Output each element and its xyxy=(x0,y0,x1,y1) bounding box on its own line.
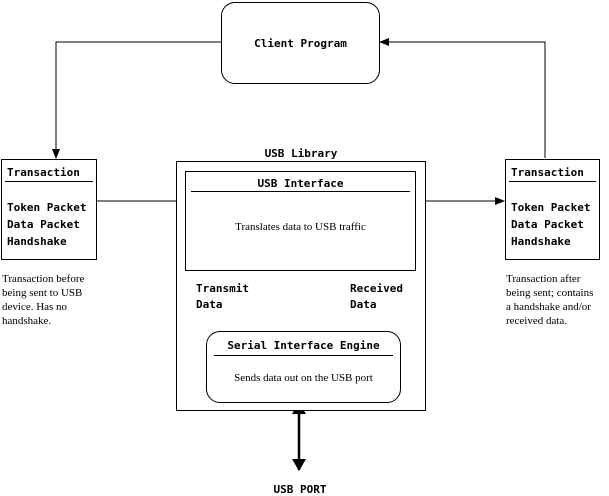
client-program-label: Client Program xyxy=(254,37,347,50)
left-data-packet: Data Packet xyxy=(7,218,80,231)
left-transaction-box xyxy=(1,159,97,260)
received-label-line1: Received xyxy=(350,282,403,295)
usb-library-label: USB Library xyxy=(264,147,338,160)
usb-port-label: USB PORT xyxy=(273,483,327,496)
usb-interface-box xyxy=(185,171,416,271)
transmit-label-line2: Data xyxy=(196,298,223,311)
client-program-box xyxy=(221,2,380,84)
left-token-packet: Token Packet xyxy=(7,201,87,214)
received-label-line2: Data xyxy=(350,298,377,311)
usb-interface-description: Translates data to USB traffic xyxy=(235,221,366,233)
right-transaction-packets: Token Packet Data Packet Handshake xyxy=(511,199,590,250)
usb-interface-divider xyxy=(191,191,410,192)
sie-description: Sends data out on the USB port xyxy=(234,372,373,384)
right-transaction-divider xyxy=(509,181,596,182)
left-handshake: Handshake xyxy=(7,235,67,248)
left-transaction-title: Transaction xyxy=(7,166,80,179)
left-transaction-divider xyxy=(5,181,93,182)
right-transaction-title: Transaction xyxy=(511,166,584,179)
left-transaction-packets: Token Packet Data Packet Handshake xyxy=(7,199,86,250)
right-handshake: Handshake xyxy=(511,235,571,248)
sie-title: Serial Interface Engine xyxy=(227,339,380,352)
arrow-client-to-left-transaction xyxy=(52,41,221,159)
right-transaction-note: Transaction after being sent; contains a… xyxy=(506,273,594,327)
sie-box xyxy=(206,331,401,403)
usb-interface-title: USB Interface xyxy=(257,177,344,190)
left-transaction-note: Transaction before being sent to USB dev… xyxy=(2,273,85,327)
transmit-label-line1: Transmit xyxy=(196,282,249,295)
sie-divider xyxy=(214,355,393,356)
right-transaction-box xyxy=(505,159,600,260)
right-data-packet: Data Packet xyxy=(511,218,584,231)
right-token-packet: Token Packet xyxy=(511,201,591,214)
arrow-right-transaction-to-client xyxy=(379,38,546,158)
